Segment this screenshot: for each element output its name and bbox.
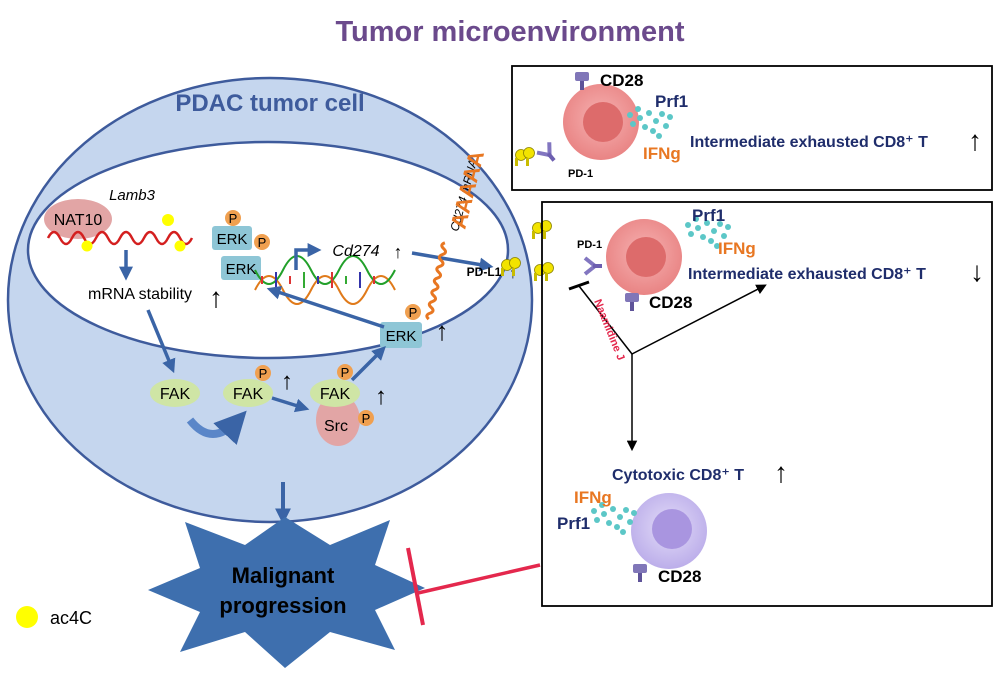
fak-node-2	[223, 379, 273, 407]
malignant-line1: Malignant	[232, 563, 335, 588]
fak-label-2: FAK	[233, 386, 264, 403]
top-ifng-label: IFNg	[643, 144, 681, 163]
panel-bottom	[541, 201, 993, 607]
naamidine-inhibit-bar	[568, 280, 590, 291]
pdl1-receptor	[533, 262, 554, 282]
cytotoxic-label: Cytotoxic CD8⁺ T	[612, 467, 744, 484]
arrow-fak-to-src	[271, 396, 310, 413]
phospho-erk-2	[254, 234, 270, 250]
panel-top	[511, 65, 993, 191]
phospho-label: P	[259, 366, 268, 381]
fak-node-3	[310, 379, 360, 407]
naamidine-to-exhausted	[631, 284, 767, 355]
dna-helix	[254, 255, 396, 305]
phospho-src	[358, 410, 374, 426]
fak-up-arrow: ↑	[281, 368, 293, 395]
pd1-receptor	[583, 256, 604, 276]
lamb3-mrna	[46, 230, 194, 246]
top-exhausted-trend: ↑	[968, 125, 982, 156]
top-prf1-label: Prf1	[655, 92, 688, 111]
legend-ac4c-label: ac4C	[50, 608, 92, 628]
erk-up-arrow: ↑	[436, 316, 449, 346]
exhausted-tcell-top-nucleus	[583, 102, 623, 142]
exhausted-tcell-bottom-nucleus	[626, 237, 666, 277]
ac4c-mark	[162, 214, 174, 226]
pdl1-label: PD-L1	[467, 265, 502, 279]
lamb3-label: Lamb3	[109, 187, 156, 204]
phospho-label: P	[409, 305, 418, 320]
bottom-ifng-label: IFNg	[718, 239, 756, 258]
phospho-fak-3	[337, 364, 353, 380]
erk-label-1: ERK	[217, 231, 248, 248]
fak-node-1	[150, 379, 200, 407]
arrow-stability-to-fak	[146, 309, 176, 374]
bottom-exhausted-label: Intermediate exhausted CD8⁺ T	[688, 266, 926, 283]
erk-box-cyto	[380, 322, 422, 348]
top-cd28-label: CD28	[600, 71, 643, 90]
arrow-fak-to-erk	[350, 346, 386, 382]
erk-label-cyto: ERK	[386, 328, 417, 345]
malignant-line2: progression	[219, 593, 346, 618]
cytotoxic-cd28-label: CD28	[658, 567, 701, 586]
fak-label-1: FAK	[160, 386, 191, 403]
nat10-protein	[44, 199, 112, 239]
nucleus	[26, 140, 510, 360]
phospho-label: P	[362, 411, 371, 426]
diagram-title: Tumor microenvironment	[335, 16, 684, 48]
inhibition-line	[417, 563, 541, 595]
phospho-label: P	[341, 365, 350, 380]
cd28-receptor	[625, 293, 639, 311]
legend-ac4c-swatch	[16, 606, 38, 628]
src-label: Src	[324, 418, 348, 435]
cytotoxic-ifng-label: IFNg	[574, 488, 612, 507]
inhibition-bar	[406, 547, 425, 626]
pd1-receptor	[535, 140, 563, 168]
phospho-erk-cyto	[405, 304, 421, 320]
phospho-label: P	[258, 235, 267, 250]
cytotoxic-trend: ↑	[774, 457, 788, 488]
bottom-prf1-label: Prf1	[692, 206, 725, 225]
erk-box-1	[212, 226, 252, 250]
nat10-label: NAT10	[54, 212, 103, 229]
ac4c-mark	[174, 240, 186, 252]
ac4c-mark	[81, 240, 93, 252]
naamidine-stem	[578, 285, 633, 355]
bottom-exhausted-trend: ↓	[970, 256, 984, 287]
cd274-up-arrow: ↑	[394, 242, 403, 262]
bottom-cd28-label: CD28	[649, 293, 692, 312]
cytotoxic-prf1-label: Prf1	[557, 514, 590, 533]
fak-label-3: FAK	[320, 386, 351, 403]
tumor-cell-label: PDAC tumor cell	[175, 90, 364, 117]
bottom-pd1-label: PD-1	[577, 239, 602, 251]
arrow-erk-to-nucleus	[266, 285, 385, 329]
phospho-fak-2	[255, 365, 271, 381]
malignant-progression-burst	[148, 517, 425, 668]
naamidine-label: Naamidine J	[591, 298, 626, 363]
arrow-to-pdl1	[411, 251, 494, 272]
fak-src-up-arrow: ↑	[375, 383, 387, 410]
cd274-gene-label: Cd274	[332, 243, 379, 260]
pdl1-receptor	[514, 147, 535, 167]
erk-label-2: ERK	[226, 261, 257, 278]
cytotoxic-tcell-nucleus	[652, 509, 692, 549]
erk-box-2	[221, 256, 261, 280]
fak-cycle-arrow	[186, 410, 247, 445]
cd28-receptor	[633, 564, 647, 582]
phospho-erk-1	[225, 210, 241, 226]
top-exhausted-label: Intermediate exhausted CD8⁺ T	[690, 134, 928, 151]
phospho-label: P	[229, 211, 238, 226]
stability-up-arrow: ↑	[209, 282, 223, 313]
mrna-stability-label: mRNA stability	[88, 286, 192, 303]
cd274-mrna-strand	[425, 241, 447, 321]
top-pd1-label: PD-1	[568, 168, 593, 180]
arrow-gene-start	[294, 243, 322, 270]
src-protein	[316, 394, 360, 446]
